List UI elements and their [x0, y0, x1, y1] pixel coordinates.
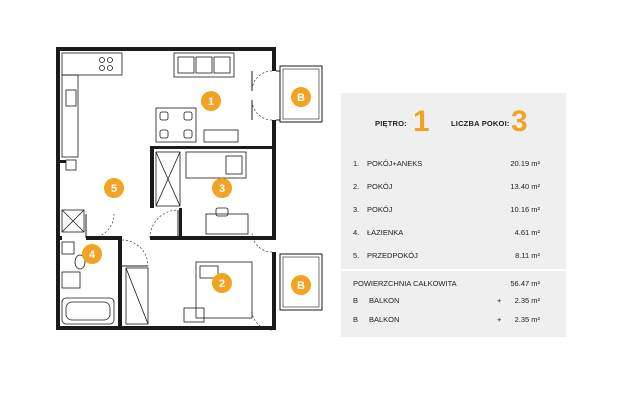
room-badge-5: 5 — [104, 178, 124, 198]
room-row: 4. ŁAZIENKA 4.61 m² — [353, 228, 540, 237]
svg-text:B: B — [297, 92, 305, 104]
room-badge-3: 3 — [212, 178, 232, 198]
rooms-count-label: LICZBA POKOI: — [451, 119, 510, 128]
svg-text:2: 2 — [219, 278, 225, 290]
svg-text:B: B — [297, 280, 305, 292]
room-row: 3. POKÓJ 10.16 m² — [353, 205, 540, 214]
door-leaves — [85, 71, 253, 267]
balcony-row: B BALKON + 2.35 m² — [353, 315, 540, 324]
walls — [56, 47, 276, 330]
room-row: 5. PRZEDPOKÓJ 8.11 m² — [353, 251, 540, 260]
total-area-row: POWIERZCHNIA CAŁKOWITA 56.47 m² — [353, 279, 540, 288]
dining-table — [155, 107, 239, 143]
room2-furniture — [125, 261, 253, 325]
balcony-badge-bottom: B — [291, 275, 311, 295]
divider — [341, 269, 566, 271]
svg-text:4: 4 — [89, 249, 96, 261]
sofa — [173, 52, 235, 78]
svg-text:3: 3 — [219, 183, 225, 195]
room-badge-4: 4 — [82, 244, 102, 264]
room-row: 1. POKÓJ+ANEKS 20.19 m² — [353, 159, 540, 168]
room-row: 2. POKÓJ 13.40 m² — [353, 182, 540, 191]
floor-plan: 1 3 5 4 2 B B — [56, 47, 323, 331]
room-badge-2: 2 — [212, 273, 232, 293]
balcony-row: B BALKON + 2.35 m² — [353, 296, 540, 305]
summary-panel: PIĘTRO: 1 LICZBA POKOI: 3 1. POKÓJ+ANEKS… — [341, 93, 566, 337]
svg-text:1: 1 — [208, 96, 214, 108]
svg-text:5: 5 — [111, 183, 117, 195]
kitchen — [61, 52, 123, 171]
room-badge-1: 1 — [201, 91, 221, 111]
floor-value: 1 — [413, 105, 430, 138]
rooms-count-value: 3 — [511, 105, 528, 138]
floor-info: PIĘTRO: 1 LICZBA POKOI: 3 — [341, 103, 566, 141]
room3-furniture — [155, 151, 249, 235]
bathroom-fixtures — [61, 209, 115, 325]
floor-label: PIĘTRO: — [375, 119, 407, 128]
doors — [89, 70, 273, 331]
balcony-badge-top: B — [291, 87, 311, 107]
